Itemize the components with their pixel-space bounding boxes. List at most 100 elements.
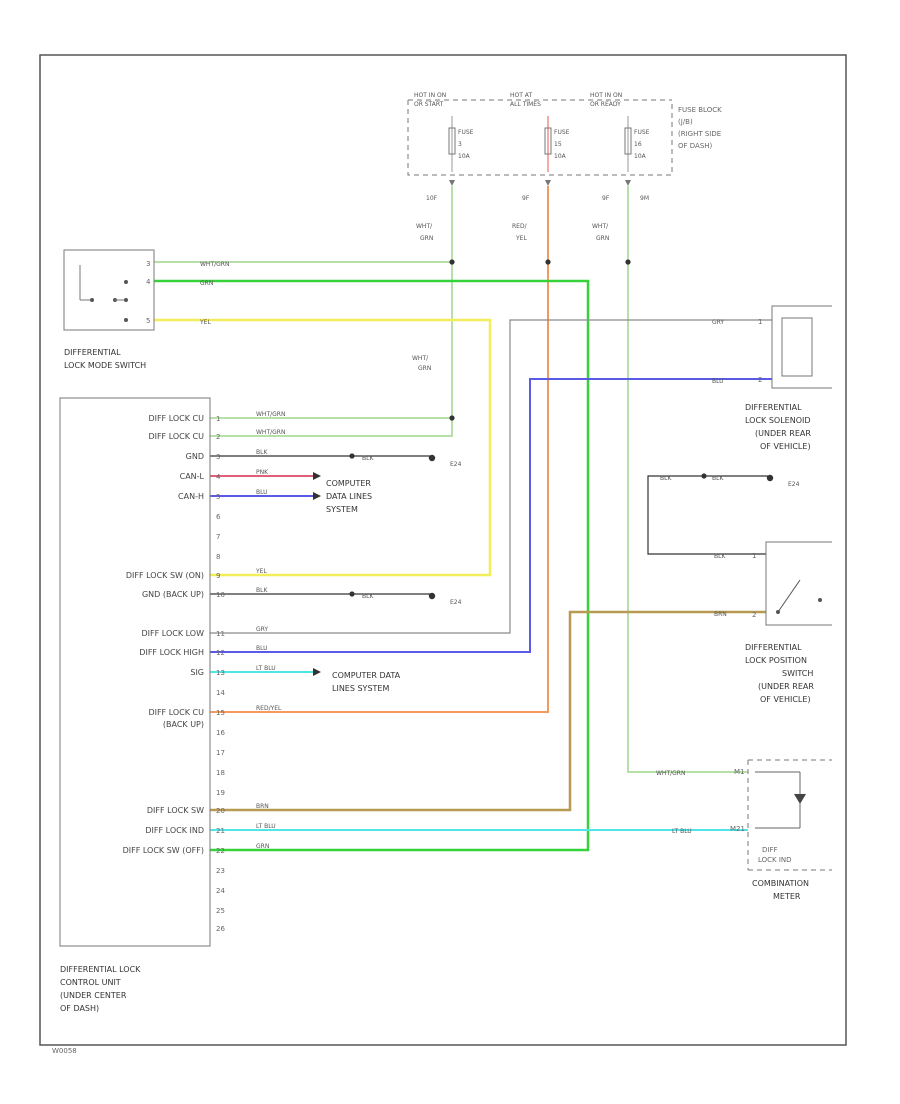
position-switch-pin-2: 2 <box>752 611 756 619</box>
cu-pin-wire-label: RED/YEL <box>256 705 282 712</box>
lock-solenoid: 1 2 DIFFERENTIAL LOCK SOLENOID (UNDER RE… <box>745 305 832 451</box>
fuse-wire-color: GRN <box>420 235 433 242</box>
wire-mode-switch-pin4-cu-pin22 <box>154 279 590 852</box>
fuse-power-label: HOT AT <box>510 92 532 99</box>
ground-name: E24 <box>450 599 462 606</box>
position-switch-wire-label: BRN <box>714 611 727 618</box>
fuse-label: FUSE <box>458 129 474 136</box>
cu-pin-number: 19 <box>216 789 225 797</box>
fuse-power-label: ALL TIMES <box>510 101 541 108</box>
connector-arrow <box>313 472 321 480</box>
fuse-wire-color: WHT/ <box>592 223 609 230</box>
cu-pin-number: 5 <box>216 493 220 501</box>
fuse-connector-2: 9M <box>640 195 649 202</box>
cu-pin-number: 3 <box>216 453 220 461</box>
mode-switch-pin-4: 4 <box>146 278 151 286</box>
wire-fuse16-meter <box>627 186 748 773</box>
cu-pin-number: 22 <box>216 847 225 855</box>
splice-dot <box>545 259 551 265</box>
ground-e24-1 <box>428 454 436 462</box>
mode-switch-wire-label: WHT/GRN <box>200 261 229 268</box>
cu-pin-number: 8 <box>216 553 220 561</box>
mode-switch-wire-label: YEL <box>199 319 211 326</box>
solenoid-label-1: DIFFERENTIAL <box>745 403 802 412</box>
diagram-id: W0058 <box>52 1047 77 1055</box>
cu-pin-number: 16 <box>216 729 225 737</box>
fuse-block-label: FUSE BLOCK <box>678 106 722 114</box>
cu-pin-name: DIFF LOCK IND <box>145 826 204 835</box>
cu-pin-name-2: (BACK UP) <box>163 720 204 729</box>
connector-arrow <box>449 180 455 186</box>
diagram-border <box>39 54 847 1046</box>
fuse-label: FUSE <box>554 129 570 136</box>
cu-pin-number: 1 <box>216 415 220 423</box>
ground-name: E24 <box>788 481 800 488</box>
fuse-connector: 9F <box>522 195 530 202</box>
fuse-block-label-3: (RIGHT SIDE <box>678 130 721 138</box>
data-lines-1-label-3: SYSTEM <box>326 505 358 514</box>
cu-pin-name: DIFF LOCK HIGH <box>139 648 204 657</box>
meter-wire-label: WHT/GRN <box>656 770 685 777</box>
ground-wire-label: BLK <box>712 475 724 482</box>
ground-e24-3 <box>766 474 774 482</box>
cu-pin-number: 20 <box>216 807 225 815</box>
fuse-power-label: OR START <box>414 101 444 108</box>
wire-position-switch-ground <box>647 475 768 555</box>
cu-pin-number: 2 <box>216 433 220 441</box>
connector-arrow <box>313 492 321 500</box>
connector-arrow <box>545 180 551 186</box>
control-unit-label-2: CONTROL UNIT <box>60 978 121 987</box>
fuse-symbol <box>624 127 632 155</box>
connector-arrow <box>313 668 321 676</box>
meter-label-2: METER <box>773 892 801 901</box>
wire-cu-pin2 <box>210 418 453 437</box>
control-unit-label-3: (UNDER CENTER <box>60 991 127 1000</box>
solenoid-label-4: OF VEHICLE) <box>760 442 811 451</box>
cu-pin-wire-label: BLK <box>256 449 268 456</box>
splice-dot <box>449 415 455 421</box>
fuse-block-label-4: OF DASH) <box>678 142 713 150</box>
cu-pin-number: 14 <box>216 689 225 697</box>
cu-pin-number: 12 <box>216 649 225 657</box>
cu-pin-name: GND <box>186 452 204 461</box>
mode-switch: 3 4 5 DIFFERENTIAL LOCK MODE SWITCH <box>63 249 155 370</box>
solenoid-wire-label: BLU <box>712 378 724 385</box>
combination-meter: M1 M21 DIFF LOCK IND COMBINATION METER <box>730 759 832 901</box>
ground-wire-label: BLK <box>362 593 374 600</box>
cu-pin-number: 26 <box>216 925 225 933</box>
cu-pin-wire-label: PNK <box>256 469 269 476</box>
mode-switch-pin-3: 3 <box>146 260 150 268</box>
lock-position-switch: 1 2 DIFFERENTIAL LOCK POSITION SWITCH (U… <box>745 541 832 704</box>
data-lines-2-label-1: COMPUTER DATA <box>332 671 401 680</box>
fuse-symbol <box>448 127 456 155</box>
fuse-label: FUSE <box>634 129 650 136</box>
fuse-number: 16 <box>634 141 642 148</box>
fuse-wire-color: RED/ <box>512 223 528 230</box>
wire-mode-switch-pin5-cu-pin9 <box>154 318 492 577</box>
splice-wire-label-1: WHT/ <box>412 355 429 362</box>
meter-indicator-label-2: LOCK IND <box>758 856 792 864</box>
cu-pin-number: 10 <box>216 591 225 599</box>
cu-pin-name: CAN-H <box>178 492 204 501</box>
cu-pin-wire-label: LT BLU <box>256 823 276 830</box>
position-switch-label-3: SWITCH <box>782 669 813 678</box>
fuse-wire-color: WHT/ <box>416 223 433 230</box>
cu-pin-wire-label: WHT/GRN <box>256 429 285 436</box>
meter-wire-label: LT BLU <box>672 828 692 835</box>
wire-position-switch-cu-pin20 <box>210 610 766 812</box>
cu-pin-wire-label: YEL <box>255 568 267 575</box>
position-switch-label-1: DIFFERENTIAL <box>745 643 802 652</box>
fuse-connector: 9F <box>602 195 610 202</box>
cu-pin-name: DIFF LOCK CU <box>148 708 204 717</box>
cu-pin-number: 6 <box>216 513 221 521</box>
cu-pin-wire-label: BLU <box>256 489 268 496</box>
control-unit-label-1: DIFFERENTIAL LOCK <box>60 965 141 974</box>
cu-pin-wire-label: LT BLU <box>256 665 276 672</box>
wire-solenoid-cu-pin11 <box>210 319 772 634</box>
mode-switch-pin-5: 5 <box>146 317 150 325</box>
ground-name: E24 <box>450 461 462 468</box>
fuse-wire-color: YEL <box>515 235 527 242</box>
cu-pin-number: 18 <box>216 769 225 777</box>
